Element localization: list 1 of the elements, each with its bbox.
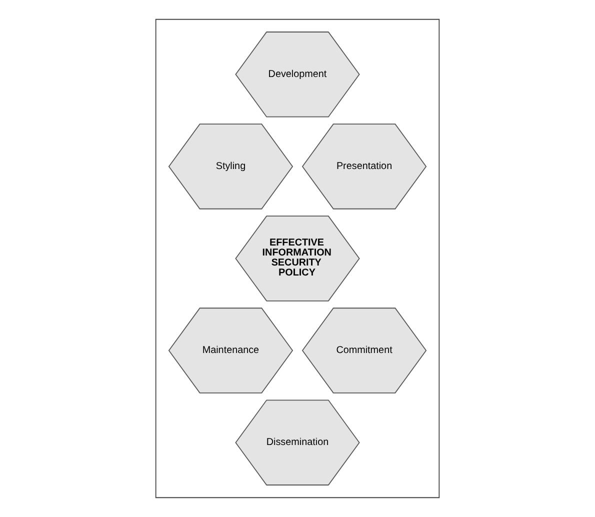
cluster [155,18,440,498]
